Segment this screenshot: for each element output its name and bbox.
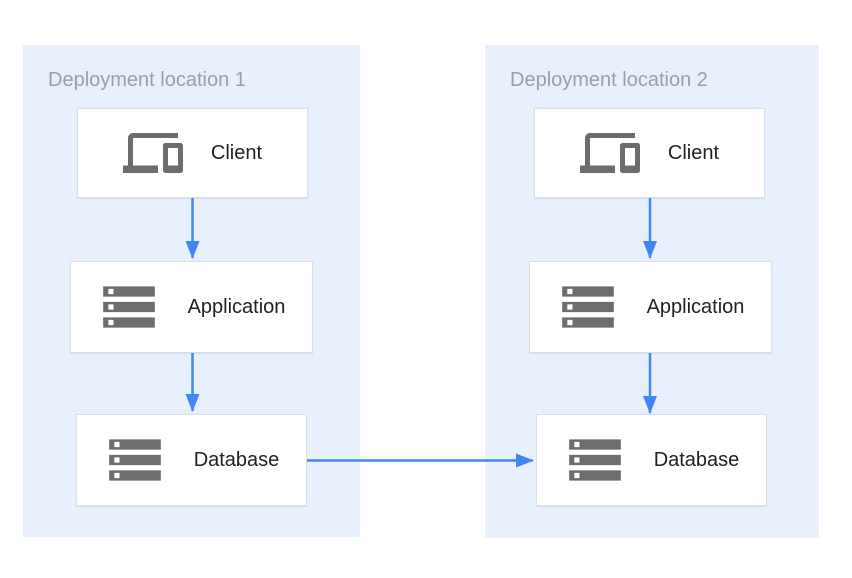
storage-icon — [564, 429, 626, 491]
node-label: Client — [210, 141, 263, 164]
node-label: Application — [646, 295, 745, 318]
node-loc1-application: Application — [70, 261, 313, 353]
node-loc1-client: Client — [77, 108, 308, 198]
node-loc1-database: Database — [76, 414, 307, 506]
node-loc2-client: Client — [534, 108, 765, 198]
node-loc2-database: Database — [536, 414, 767, 506]
panel-title: Deployment location 2 — [510, 69, 708, 91]
panel-title: Deployment location 1 — [48, 69, 246, 91]
storage-icon — [104, 429, 166, 491]
devices-icon — [579, 123, 640, 183]
node-label: Database — [653, 448, 740, 471]
node-loc2-application: Application — [529, 261, 772, 353]
storage-icon — [98, 276, 160, 338]
node-label: Application — [187, 295, 286, 318]
devices-icon — [122, 123, 183, 183]
node-label: Database — [193, 448, 280, 471]
storage-icon — [557, 276, 619, 338]
node-label: Client — [667, 141, 720, 164]
